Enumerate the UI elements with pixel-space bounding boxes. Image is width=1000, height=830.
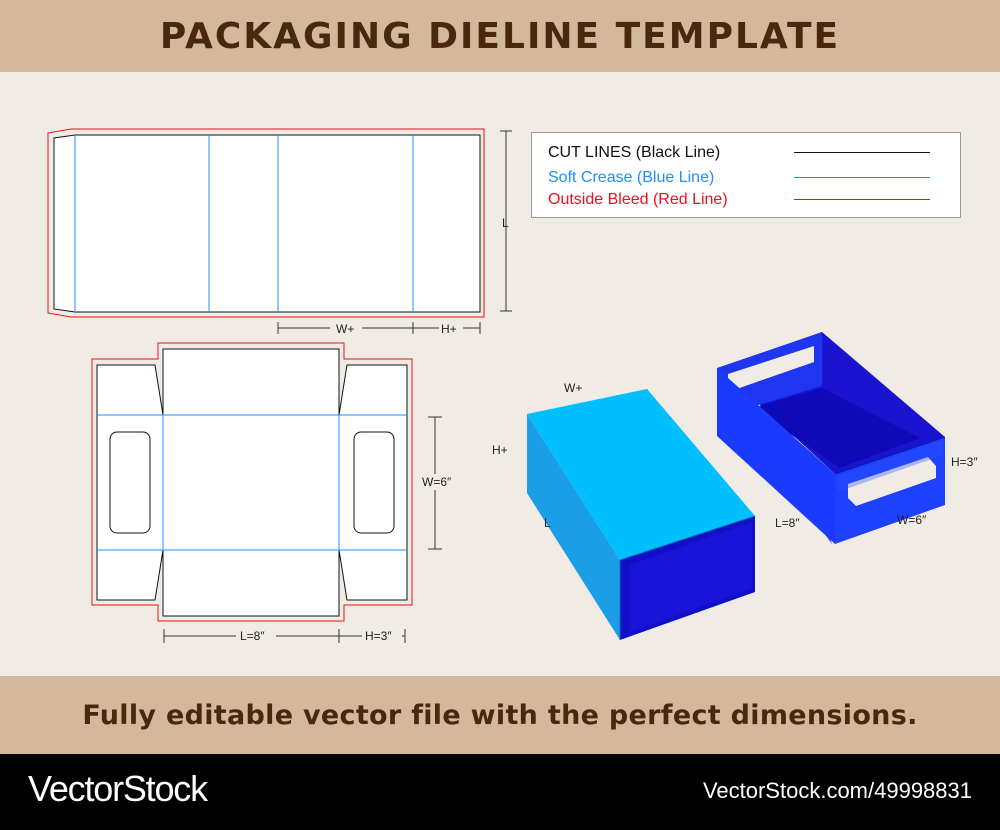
legend-crease-label: Soft Crease (Blue Line) — [548, 169, 715, 186]
sleeve-3d-width-label: W+ — [564, 381, 582, 395]
tray-length-label: L=8″ — [240, 629, 265, 643]
tray-3d-length-label: L=8″ — [775, 516, 800, 530]
footer-bar: VectorStock VectorStock.com/49998831 — [0, 754, 1000, 830]
tray-creases — [97, 414, 407, 551]
legend-bleed-label: Outside Bleed (Red Line) — [548, 191, 728, 208]
tray-height-label: H=3″ — [365, 629, 392, 643]
sleeve-cut — [53, 134, 481, 313]
dieline-diagram: L W+ H+ — [47, 128, 978, 644]
sleeve-length-dimension — [500, 130, 512, 312]
sleeve-width-label: W+ — [336, 322, 354, 336]
image-id: VectorStock.com/49998831 — [702, 778, 972, 803]
tray-dieline: W=6″ L=8″ H=3″ — [91, 342, 468, 644]
legend-cut-swatch — [794, 152, 930, 153]
sleeve-dieline: L W+ H+ — [47, 128, 512, 336]
sleeve-height-label: H+ — [441, 322, 457, 336]
legend-cut-row: CUT LINES (Black Line) — [548, 143, 948, 163]
page-title: PACKAGING DIELINE TEMPLATE — [159, 15, 841, 57]
sleeve-3d-height-label: H+ — [492, 443, 508, 457]
sleeve-3d: W+ H+ L — [492, 381, 756, 640]
tray-width-label: W=6″ — [422, 475, 452, 489]
legend-bleed-swatch — [794, 199, 930, 200]
line-legend: CUT LINES (Black Line) Soft Crease (Blue… — [531, 132, 961, 218]
sleeve-3d-length-label: L — [544, 516, 551, 530]
sleeve-length-label: L — [502, 216, 509, 230]
tray-3d-height-label: H=3″ — [951, 455, 978, 469]
tray-bleed — [91, 342, 413, 622]
sleeve-creases — [74, 135, 414, 312]
brand-logo: VectorStock — [28, 768, 208, 809]
legend-crease-row: Soft Crease (Blue Line) — [548, 168, 948, 188]
tray-3d-width-label: W=6″ — [897, 513, 927, 527]
tagline: Fully editable vector file with the perf… — [82, 699, 918, 731]
header-band: PACKAGING DIELINE TEMPLATE — [0, 0, 1000, 72]
tray-3d: H=3″ L=8″ W=6″ — [717, 332, 978, 544]
legend-bleed-row: Outside Bleed (Red Line) — [548, 190, 948, 210]
sleeve-bleed — [47, 128, 485, 318]
tagline-band: Fully editable vector file with the perf… — [0, 676, 1000, 754]
legend-crease-swatch — [794, 177, 930, 178]
legend-cut-label: CUT LINES (Black Line) — [548, 144, 721, 161]
